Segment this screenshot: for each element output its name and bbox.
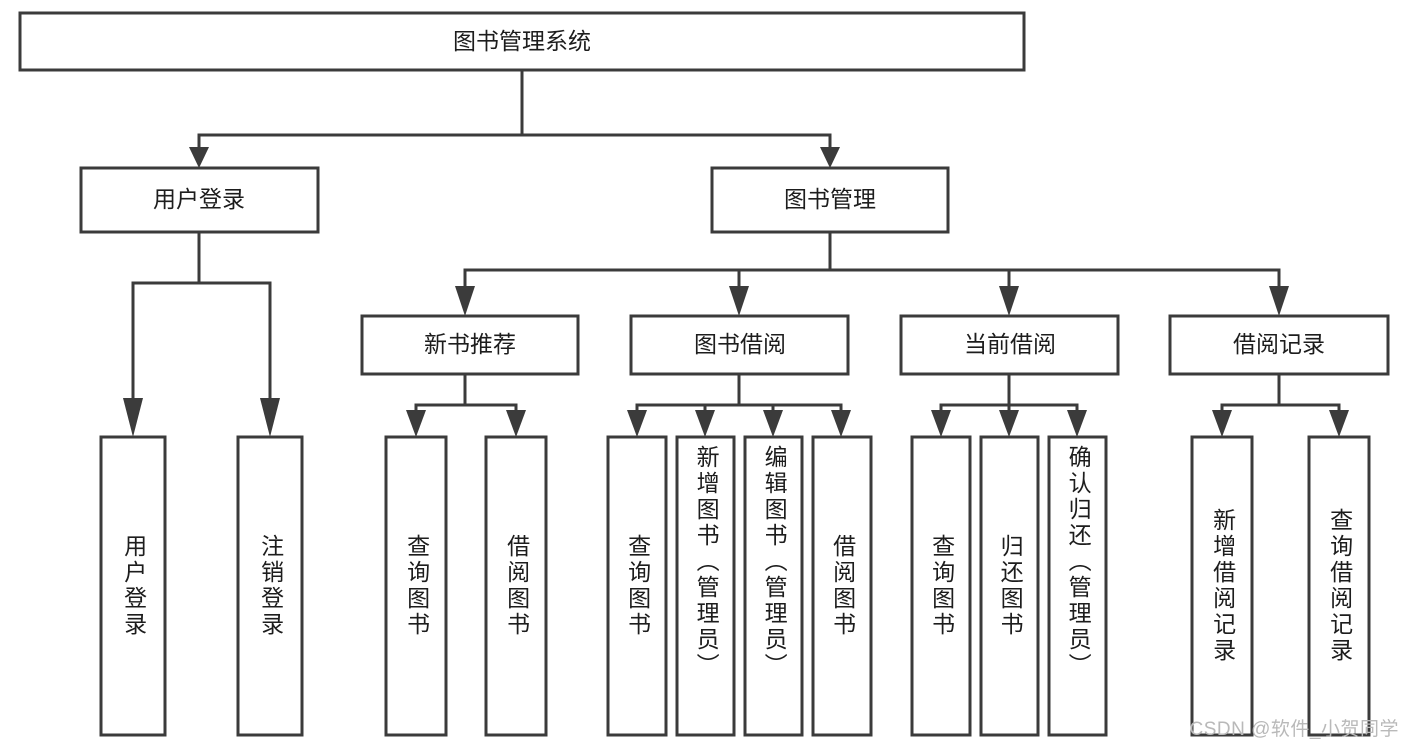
leaf-box-edit-book[interactable] — [743, 435, 804, 737]
arrow-to-leaf-add-record — [1212, 410, 1232, 437]
connector-layer — [123, 68, 1349, 437]
arrow-to-leaf-confirm-return — [1067, 410, 1087, 437]
arrow-to-borrow-record — [1269, 286, 1289, 316]
node-book-manage[interactable]: 图书管理 — [710, 166, 950, 234]
book-manage-box[interactable] — [710, 166, 950, 234]
borrow-record-box[interactable] — [1168, 314, 1390, 376]
arrow-to-leaf-user-logout — [260, 398, 280, 437]
arrow-to-leaf-query-record — [1329, 410, 1349, 437]
borrow-record-label: 借阅记录 — [1233, 331, 1325, 357]
arrow-to-leaf-edit-book — [763, 410, 783, 437]
leaf-box-add-book[interactable] — [675, 435, 736, 737]
leaf-box-query-book-2[interactable] — [606, 435, 668, 737]
arrow-to-leaf-return-book — [999, 410, 1019, 437]
arrow-to-book-borrow — [729, 286, 749, 316]
node-current-borrow[interactable]: 当前借阅 — [899, 314, 1120, 376]
root-box[interactable] — [18, 11, 1026, 72]
current-borrow-box[interactable] — [899, 314, 1120, 376]
leaf-box-add-record[interactable] — [1190, 435, 1254, 737]
arrow-to-leaf-query-book-3 — [931, 410, 951, 437]
node-new-book-rec[interactable]: 新书推荐 — [360, 314, 580, 376]
arrow-to-book-manage — [820, 147, 840, 168]
leaf-box-query-book-3[interactable] — [910, 435, 972, 737]
user-login-box[interactable] — [79, 166, 320, 234]
node-book-borrow[interactable]: 图书借阅 — [629, 314, 850, 376]
leaf-box-layer — [99, 435, 1371, 737]
arrow-to-user-login — [189, 147, 209, 168]
book-manage-label: 图书管理 — [784, 186, 876, 212]
leaf-box-user-logout[interactable] — [236, 435, 304, 737]
leaf-box-query-record[interactable] — [1307, 435, 1371, 737]
book-borrow-box[interactable] — [629, 314, 850, 376]
node-root[interactable]: 图书管理系统 — [18, 11, 1026, 72]
arrow-to-leaf-query-book-2 — [627, 410, 647, 437]
arrow-to-leaf-add-book — [695, 410, 715, 437]
arrow-to-new-book-rec — [455, 286, 475, 316]
arrow-to-leaf-borrow-book-1 — [506, 410, 526, 437]
arrow-to-leaf-user-login — [123, 398, 143, 437]
leaf-box-query-book-1[interactable] — [384, 435, 448, 737]
current-borrow-label: 当前借阅 — [964, 331, 1056, 357]
node-borrow-record[interactable]: 借阅记录 — [1168, 314, 1390, 376]
leaf-box-user-login[interactable] — [99, 435, 167, 737]
node-user-login[interactable]: 用户登录 — [79, 166, 320, 234]
arrow-to-leaf-borrow-book-2 — [831, 410, 851, 437]
arrow-to-leaf-query-book-1 — [406, 410, 426, 437]
arrow-to-current-borrow — [999, 286, 1019, 316]
root-label: 图书管理系统 — [453, 28, 591, 54]
new-book-rec-label: 新书推荐 — [424, 331, 516, 357]
new-book-rec-box[interactable] — [360, 314, 580, 376]
user-login-label: 用户登录 — [153, 186, 245, 212]
leaf-box-borrow-book-1[interactable] — [484, 435, 548, 737]
leaf-box-return-book[interactable] — [979, 435, 1040, 737]
leaf-box-borrow-book-2[interactable] — [811, 435, 873, 737]
leaf-box-confirm-return[interactable] — [1047, 435, 1108, 737]
book-borrow-label: 图书借阅 — [694, 331, 786, 357]
